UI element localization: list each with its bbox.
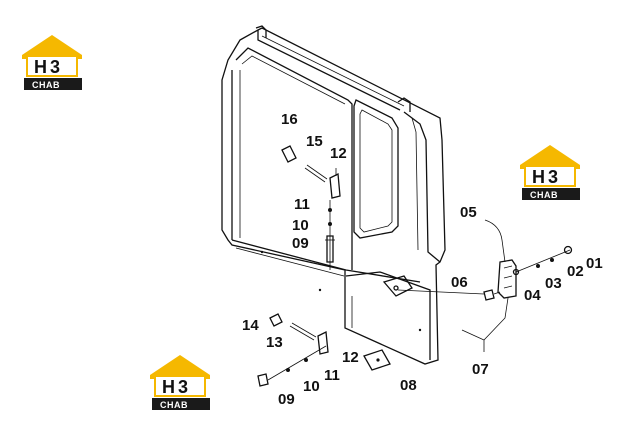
svg-text:H: H (34, 57, 47, 77)
svg-text:3: 3 (50, 57, 60, 77)
callout-09-lower: 09 (278, 391, 295, 408)
part-14 (269, 313, 283, 327)
callout-11-lower: 11 (324, 367, 340, 384)
svg-text:CHAB: CHAB (32, 80, 60, 90)
part-01 (563, 245, 573, 255)
svg-text:CHAB: CHAB (530, 190, 558, 200)
callout-16: 16 (281, 111, 298, 128)
svg-text:H: H (532, 167, 545, 187)
callout-13: 13 (266, 334, 283, 351)
callout-15: 15 (306, 133, 323, 150)
part-09-lower (257, 373, 269, 387)
part-07 (461, 329, 485, 352)
callout-10-lower: 10 (303, 378, 320, 395)
logo-h3-chab-right: H 3 CHAB (520, 145, 580, 200)
part-15 (304, 167, 326, 183)
callout-12: 12 (330, 145, 347, 162)
part-09 (326, 235, 334, 263)
door-handle-plate (382, 275, 413, 297)
svg-text:CHAB: CHAB (160, 400, 188, 410)
callout-06: 06 (451, 274, 468, 291)
callout-05: 05 (460, 204, 477, 221)
part-08 (363, 349, 391, 371)
door-frame (221, 25, 446, 365)
callout-02: 02 (567, 263, 584, 280)
callout-labels: 16 15 12 11 10 09 05 06 04 03 02 01 14 1… (242, 111, 603, 408)
part-03 (536, 264, 540, 268)
callout-11: 11 (294, 196, 310, 213)
upper-latch-parts (281, 145, 341, 270)
part-11-lower (304, 358, 308, 362)
part-16 (281, 145, 297, 163)
svg-text:3: 3 (548, 167, 558, 187)
callout-08: 08 (400, 377, 417, 394)
part-12 (329, 172, 341, 199)
part-06 (483, 289, 495, 301)
callout-07: 07 (472, 361, 489, 378)
callout-12-lower: 12 (342, 349, 359, 366)
part-12-lower (317, 330, 329, 355)
callout-04: 04 (524, 287, 541, 304)
svg-text:3: 3 (178, 377, 188, 397)
callout-10: 10 (292, 217, 309, 234)
callout-14: 14 (242, 317, 259, 334)
logo-h3-chab-bottom-left: H 3 CHAB (150, 355, 210, 410)
callout-03: 03 (545, 275, 562, 292)
svg-text:H: H (162, 377, 175, 397)
part-02 (550, 258, 554, 262)
part-13 (289, 325, 315, 341)
logo-h3-chab-top-left: H 3 CHAB (22, 35, 82, 90)
part-04 (497, 259, 517, 299)
right-latch-parts (397, 219, 573, 352)
callout-09: 09 (292, 235, 309, 252)
lower-latch-parts (257, 313, 391, 387)
part-05 (484, 219, 506, 263)
callout-01: 01 (586, 255, 603, 272)
